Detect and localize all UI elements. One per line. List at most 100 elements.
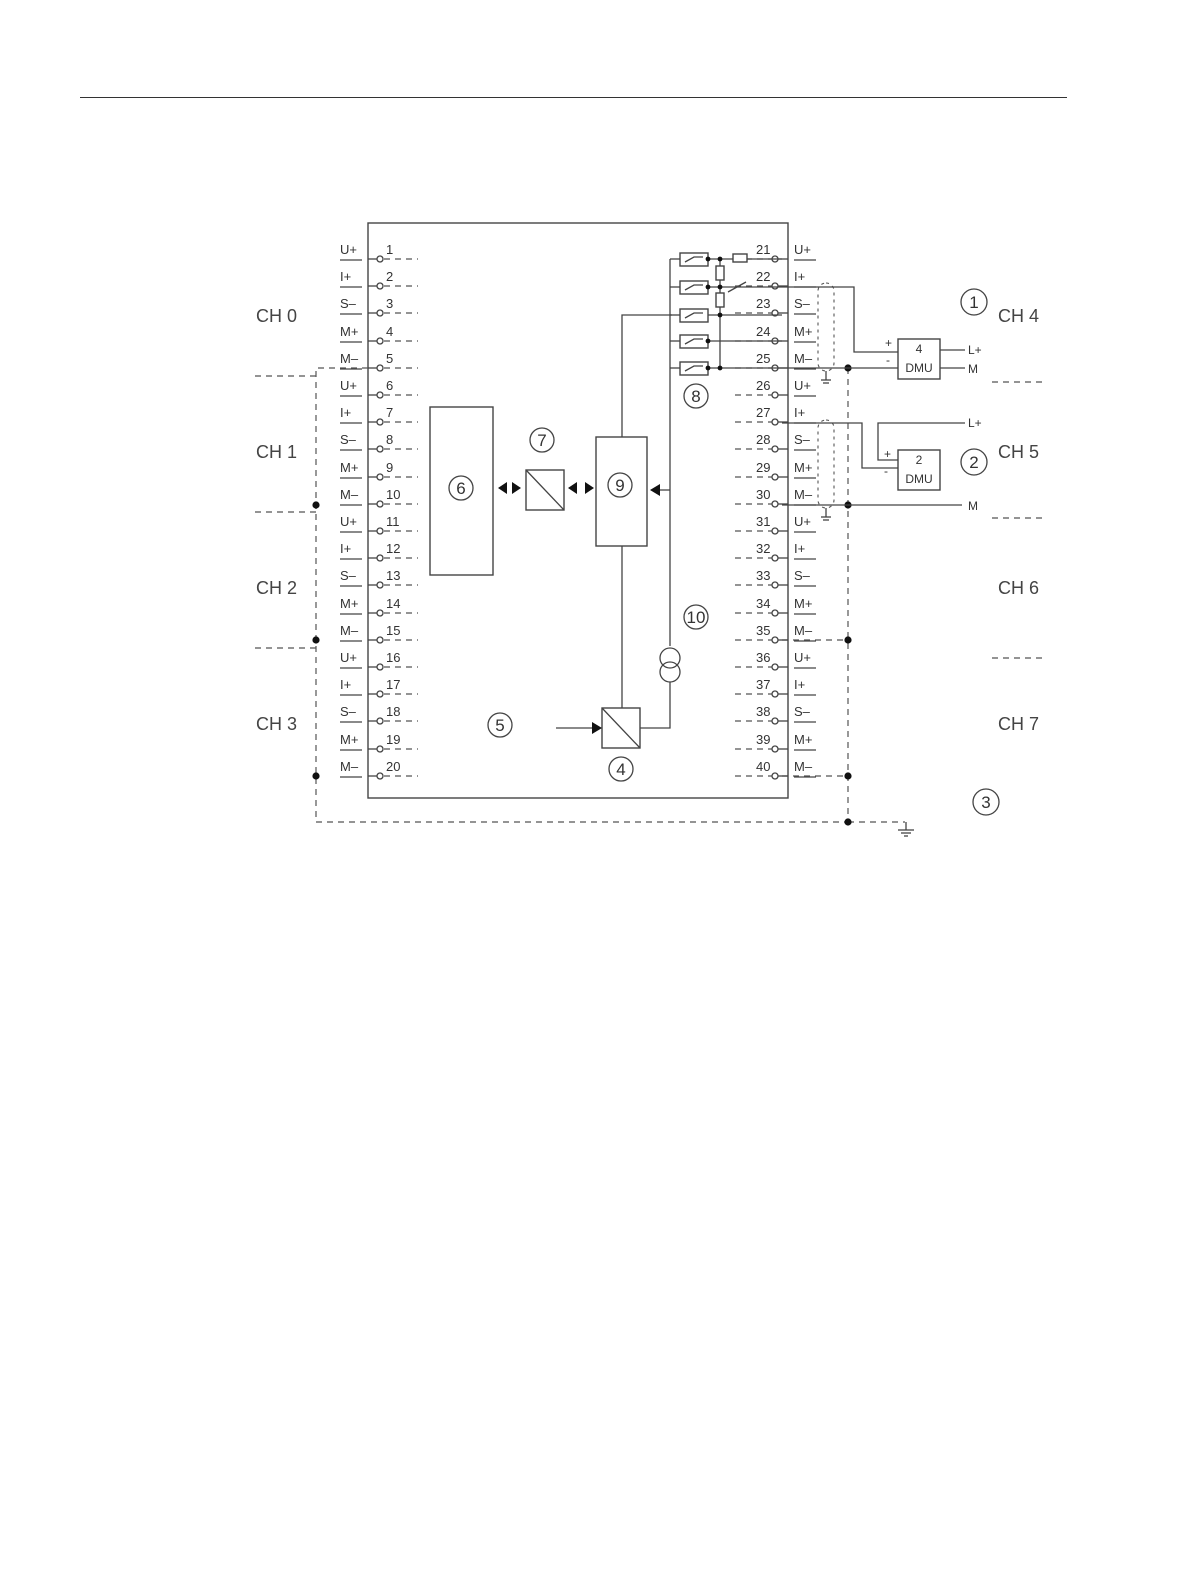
terminal-signal-label: S– [794, 432, 811, 447]
terminal-icon [376, 391, 384, 399]
junction-dot [312, 501, 320, 509]
terminal-number: 37 [756, 677, 770, 692]
terminal-number: 32 [756, 541, 770, 556]
terminal-icon [376, 364, 384, 372]
terminal-number: 9 [386, 460, 393, 475]
terminal-signal-label: U+ [794, 650, 811, 665]
terminal-number: 29 [756, 460, 770, 475]
current-source-lead [640, 682, 671, 729]
terminal-signal-label: I+ [794, 677, 805, 692]
junction-dot [312, 772, 320, 780]
terminal-signal-label: I+ [340, 677, 351, 692]
terminal-signal-label: M+ [340, 596, 358, 611]
callout-7 [529, 427, 555, 453]
terminal-signal-label: U+ [340, 378, 357, 393]
callout-3-label: 3 [981, 793, 990, 812]
junction-dot [844, 636, 852, 644]
terminal-icon [376, 717, 384, 725]
terminal-number: 7 [386, 405, 393, 420]
terminal-number: 5 [386, 351, 393, 366]
supply-arrow-icon [592, 722, 602, 734]
terminal-icon [376, 500, 384, 508]
dmu2-supply-label: L+ [968, 416, 982, 430]
dmu2-ground-label: M [968, 499, 978, 513]
terminal-number: 36 [756, 650, 770, 665]
left-terminal-block: U+1I+2S–3M+4M–5U+6I+7S–8M+9M–10U+11I+12S… [340, 242, 418, 780]
terminal-number: 21 [756, 242, 770, 257]
terminal-signal-label: S– [340, 568, 357, 583]
callout-10 [683, 604, 709, 630]
terminal-signal-label: M– [794, 759, 813, 774]
terminal-number: 31 [756, 514, 770, 529]
dmu4-ground-label: M [968, 362, 978, 376]
callout-6-label: 6 [456, 479, 465, 498]
terminal-signal-label: M+ [340, 460, 358, 475]
terminal-signal-label: S– [794, 296, 811, 311]
callout-2-label: 2 [969, 453, 978, 472]
terminal-number: 35 [756, 623, 770, 638]
callout-9 [607, 472, 633, 498]
terminal-signal-label: M+ [794, 460, 812, 475]
adc-block-9 [595, 436, 648, 547]
callout-8-label: 8 [691, 387, 700, 406]
terminal-signal-label: U+ [794, 514, 811, 529]
callout-3 [972, 788, 1000, 816]
channel-label-ch5: CH 5 [998, 442, 1039, 462]
terminal-icon [376, 337, 384, 345]
terminal-signal-label: U+ [794, 378, 811, 393]
terminal-number: 3 [386, 296, 393, 311]
callout-9-label: 9 [615, 476, 624, 495]
terminal-number: 17 [386, 677, 400, 692]
terminal-number: 23 [756, 296, 770, 311]
terminal-signal-label: M– [794, 351, 813, 366]
channel-label-ch3: CH 3 [256, 714, 297, 734]
terminal-icon [376, 581, 384, 589]
junction-dot [844, 818, 852, 826]
wire-supply-ch5 [877, 422, 965, 461]
dmu4-wire-count: 4 [916, 342, 923, 356]
current-source-icon [659, 647, 681, 669]
terminal-icon [376, 445, 384, 453]
ground-bus-left [315, 367, 848, 823]
callout-2 [960, 448, 988, 476]
terminal-number: 30 [756, 487, 770, 502]
terminal-signal-label: S– [340, 296, 357, 311]
terminal-number: 2 [386, 269, 393, 284]
terminal-signal-label: U+ [794, 242, 811, 257]
terminal-number: 12 [386, 541, 400, 556]
terminal-number: 19 [386, 732, 400, 747]
terminal-signal-label: M– [794, 487, 813, 502]
cable-shield-ch5 [817, 419, 835, 509]
callout-1 [960, 288, 988, 316]
terminal-number: 11 [386, 514, 400, 529]
terminal-signal-label: M+ [794, 732, 812, 747]
bidirectional-arrow-icon [568, 482, 594, 494]
terminal-signal-label: U+ [340, 242, 357, 257]
shield-ground-icon [821, 371, 831, 521]
terminal-icon [376, 745, 384, 753]
terminal-icon [376, 418, 384, 426]
mux-line [621, 314, 672, 437]
ground-icon [898, 822, 914, 837]
dmu2-minus: - [884, 464, 888, 478]
terminal-icon [376, 690, 384, 698]
terminal-signal-label: I+ [340, 541, 351, 556]
terminal-number: 15 [386, 623, 400, 638]
dmu4-plus: + [885, 336, 892, 350]
terminal-number: 28 [756, 432, 770, 447]
callout-4-label: 4 [616, 760, 625, 779]
channel-label-ch4: CH 4 [998, 306, 1039, 326]
terminal-signal-label: I+ [794, 541, 805, 556]
terminal-number: 34 [756, 596, 770, 611]
terminal-number: 25 [756, 351, 770, 366]
terminal-number: 24 [756, 324, 770, 339]
dmu4-minus: - [886, 353, 890, 367]
terminal-number: 27 [756, 405, 770, 420]
terminal-icon [376, 772, 384, 780]
dmu4-supply-label: L+ [968, 343, 982, 357]
terminal-number: 16 [386, 650, 400, 665]
terminal-number: 39 [756, 732, 770, 747]
